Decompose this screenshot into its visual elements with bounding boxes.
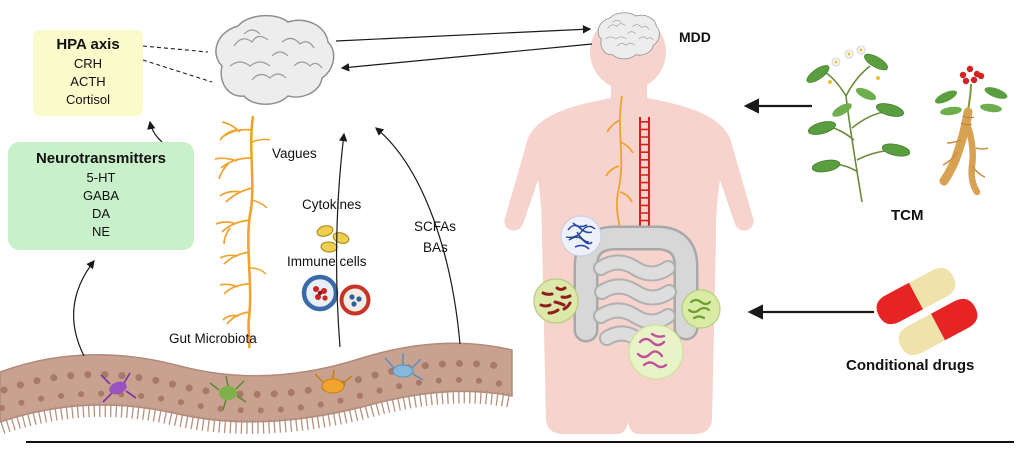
conditional-drugs-label: Conditional drugs [846, 357, 975, 374]
mdd-label: MDD [679, 29, 711, 45]
body-vagus-nerve [605, 95, 634, 237]
tcm-ginseng-icon [934, 65, 1008, 196]
dendritic-cell-blue-icon [384, 353, 424, 381]
vagues-label: Vagues [272, 146, 317, 161]
capsule-pills-icon [876, 267, 978, 356]
nt-item-da: DA [91, 206, 111, 221]
nt-item-ne: NE [91, 224, 111, 239]
hpa-item-acth: ACTH [70, 74, 106, 89]
nt-item-gaba: GABA [82, 188, 120, 203]
cytokines-icon [316, 225, 350, 253]
dendritic-cell-purple-icon [100, 372, 137, 403]
gut-epithelium [0, 342, 514, 434]
hpa-axis-box: HPA axis CRH ACTH Cortisol [33, 30, 143, 116]
bas-label: BAs [423, 240, 448, 255]
hpa-axis-title: HPA axis [56, 36, 120, 53]
hpa-item-crh: CRH [73, 56, 103, 71]
tcm-herb-plant-icon [806, 45, 911, 203]
cytokines-label: Cytokines [302, 197, 362, 212]
gut-microbe-green-icon [681, 289, 721, 329]
gut-microbe-magenta-icon [628, 324, 684, 380]
vagus-nerve-illustration [214, 115, 271, 349]
epithelial-cell-orange-icon [314, 369, 353, 394]
tcm-label: TCM [891, 207, 924, 224]
hpa-item-cortisol: Cortisol [65, 92, 111, 107]
neurotransmitters-title: Neurotransmitters [35, 150, 167, 167]
connection-arrows [73, 25, 874, 357]
scfas-label: SCFAs [414, 219, 457, 234]
brain-illustration [215, 14, 335, 106]
human-body [504, 14, 754, 434]
immune-cells-label: Immune cells [287, 254, 367, 269]
spinal-cord [639, 117, 650, 233]
gut-microbe-red-rods-icon [533, 278, 579, 324]
immune-cells-icon [301, 274, 371, 316]
gut-microbiota-label: Gut Microbiota [169, 331, 257, 346]
nt-item-5ht: 5-HT [86, 170, 116, 185]
immune-cell-green-icon [209, 375, 247, 411]
neurotransmitters-box: Neurotransmitters 5-HT GABA DA NE [8, 142, 194, 250]
gut-microbe-mesh-blue-icon [560, 215, 602, 257]
